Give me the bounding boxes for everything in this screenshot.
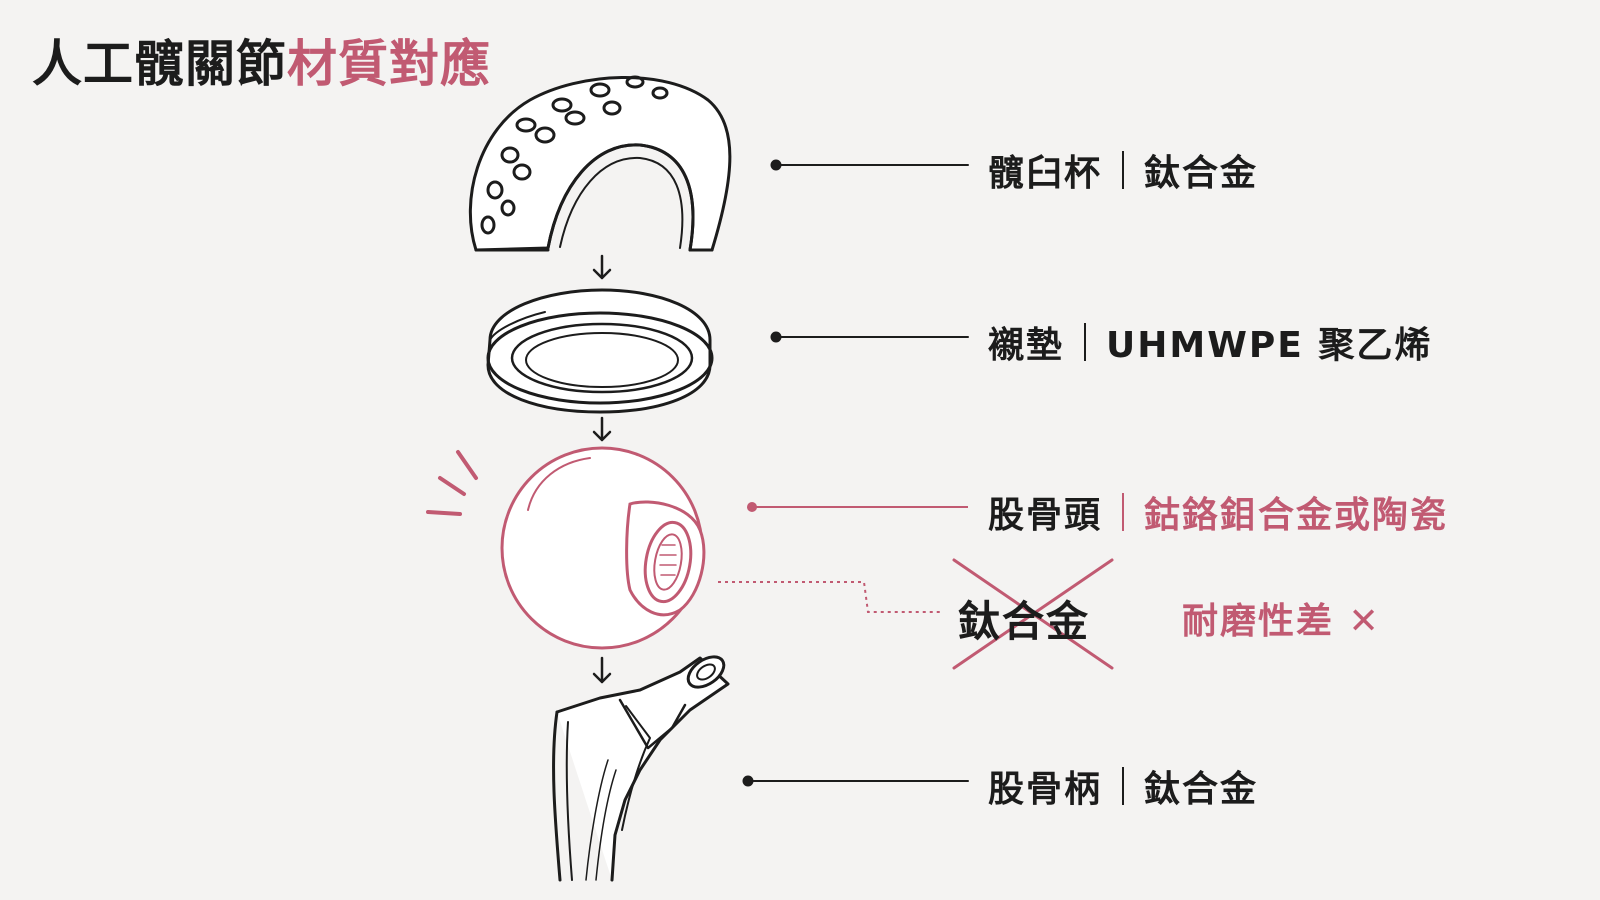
- femoral-head-leader: [747, 502, 968, 512]
- rejected-reason: 耐磨性差 ✕: [1182, 601, 1381, 642]
- title-main: 人工髖關節: [32, 35, 287, 93]
- component-name: 髖臼杯: [988, 153, 1103, 194]
- divider: [1122, 493, 1125, 531]
- component-material: 鈦合金: [1144, 769, 1259, 810]
- label-femoral-head: 股骨頭 鈷鉻鉬合金或陶瓷: [988, 486, 1448, 538]
- highlight-spark-icon: [426, 450, 478, 516]
- component-material: 鈷鉻鉬合金或陶瓷: [1144, 495, 1449, 536]
- cross-mark-icon: [952, 558, 1114, 670]
- leader-lines: [742, 159, 969, 787]
- liner-icon: [486, 288, 714, 414]
- femoral-head-icon: [500, 446, 706, 650]
- femoral-stem-icon: [552, 655, 730, 882]
- page-title: 人工髖關節材質對應: [32, 24, 491, 96]
- component-material: 鈦合金: [1144, 153, 1259, 194]
- component-name: 襯墊: [988, 325, 1065, 366]
- divider: [1084, 323, 1087, 361]
- label-liner: 襯墊 UHMWPE 聚乙烯: [988, 316, 1432, 368]
- divider: [1122, 767, 1125, 805]
- component-material: UHMWPE 聚乙烯: [1106, 325, 1433, 366]
- title-highlight: 材質對應: [287, 35, 491, 93]
- divider: [1122, 151, 1125, 189]
- acetabular-cup-icon: [468, 75, 732, 252]
- component-name: 股骨柄: [988, 769, 1103, 810]
- rejected-connector: [718, 581, 942, 613]
- label-femoral-stem: 股骨柄 鈦合金: [988, 760, 1258, 812]
- arrow-down-icon: [592, 254, 612, 684]
- label-acetabular-cup: 髖臼杯 鈦合金: [988, 144, 1258, 196]
- component-name: 股骨頭: [988, 495, 1103, 536]
- rejected-material: 鈦合金: [958, 597, 1091, 646]
